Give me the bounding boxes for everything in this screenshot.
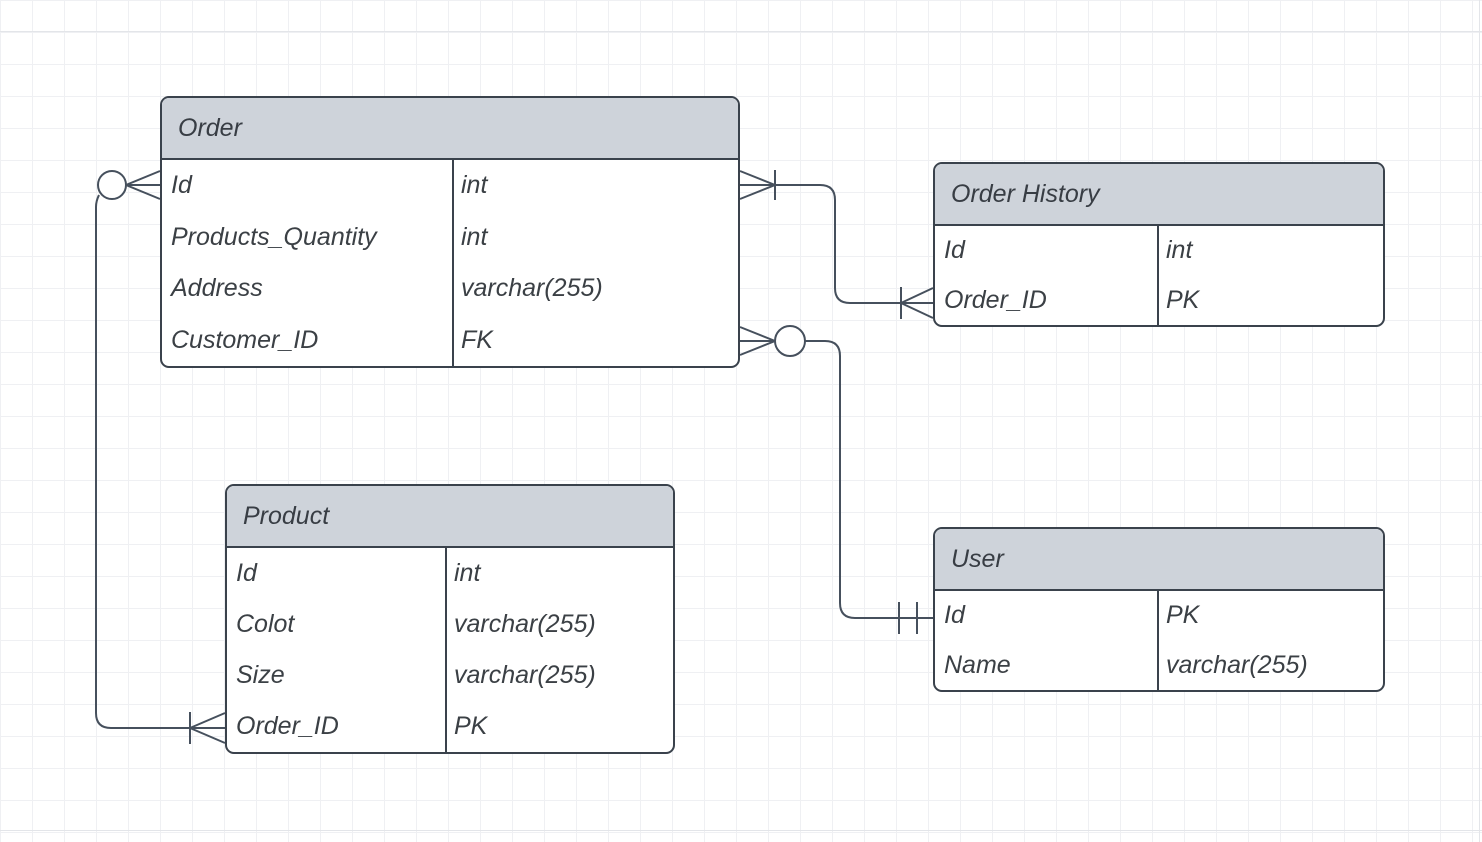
entity-title: User (951, 544, 1004, 573)
field-name: Colot (236, 610, 295, 638)
crows-foot-many-marker (123, 170, 161, 200)
table-row: Address varchar(255) (162, 263, 738, 315)
entity-title: Order History (951, 179, 1100, 208)
relationship-order-user[interactable] (739, 325, 933, 634)
column-divider (452, 160, 454, 366)
field-type: PK (1166, 601, 1200, 630)
column-divider (445, 548, 447, 752)
page-boundary-line (0, 830, 1482, 831)
field-name: Products_Quantity (171, 222, 377, 251)
field-name: Address (171, 274, 263, 303)
field-type: varchar(255) (454, 610, 596, 638)
field-type: PK (454, 712, 488, 740)
entity-order[interactable]: Order Id int Products_Quantity int Addre… (160, 96, 740, 368)
crows-foot-many-marker (189, 712, 226, 744)
field-name: Size (236, 661, 285, 689)
field-type: int (1166, 236, 1193, 265)
field-name: Customer_ID (171, 325, 319, 354)
table-row: Id PK (935, 591, 1383, 641)
table-row: Customer_ID FK (162, 315, 738, 367)
field-name: Id (944, 236, 965, 265)
field-type: PK (1166, 285, 1200, 314)
connector-line (805, 340, 933, 619)
column-divider (1157, 226, 1159, 325)
zero-circle-marker (774, 325, 806, 357)
field-name: Id (171, 171, 192, 200)
connector-line (740, 184, 933, 304)
field-type: int (454, 559, 481, 587)
entity-product[interactable]: Product Id int Colot varchar(255) Size v… (225, 484, 675, 754)
entity-order-history[interactable]: Order History Id int Order_ID PK (933, 162, 1385, 327)
field-type: int (461, 171, 488, 200)
field-type: varchar(255) (461, 274, 603, 303)
table-row: Order_ID PK (227, 701, 673, 752)
table-row: Products_Quantity int (162, 212, 738, 264)
field-name: Name (944, 650, 1011, 679)
table-row: Colot varchar(255) (227, 599, 673, 650)
entity-title: Product (243, 501, 330, 530)
entity-product-header: Product (227, 486, 673, 548)
field-type: FK (461, 325, 493, 354)
table-row: Order_ID PK (935, 276, 1383, 326)
page-boundary-line (0, 31, 1482, 32)
field-name: Id (236, 559, 257, 587)
zero-circle-marker (97, 170, 127, 200)
field-type: varchar(255) (1166, 650, 1308, 679)
page-boundary-line (1479, 0, 1480, 842)
table-row: Id int (227, 548, 673, 599)
field-name: Id (944, 601, 965, 630)
field-name: Order_ID (944, 285, 1047, 314)
crows-foot-many-marker (739, 170, 778, 200)
entity-title: Order (178, 113, 242, 142)
entity-order-header: Order (162, 98, 738, 160)
table-row: Id int (162, 160, 738, 212)
double-bar-exactly-one-marker (898, 602, 918, 634)
crows-foot-many-marker (739, 326, 778, 356)
table-row: Id int (935, 226, 1383, 276)
entity-order-history-header: Order History (935, 164, 1383, 226)
table-row: Size varchar(255) (227, 650, 673, 701)
field-type: varchar(255) (454, 661, 596, 689)
field-name: Order_ID (236, 712, 339, 740)
relationship-order-orderhistory[interactable] (739, 170, 934, 319)
entity-user-header: User (935, 529, 1383, 591)
crows-foot-many-marker (900, 287, 934, 319)
field-type: int (461, 222, 488, 251)
column-divider (1157, 591, 1159, 690)
entity-user[interactable]: User Id PK Name varchar(255) (933, 527, 1385, 692)
table-row: Name varchar(255) (935, 641, 1383, 691)
